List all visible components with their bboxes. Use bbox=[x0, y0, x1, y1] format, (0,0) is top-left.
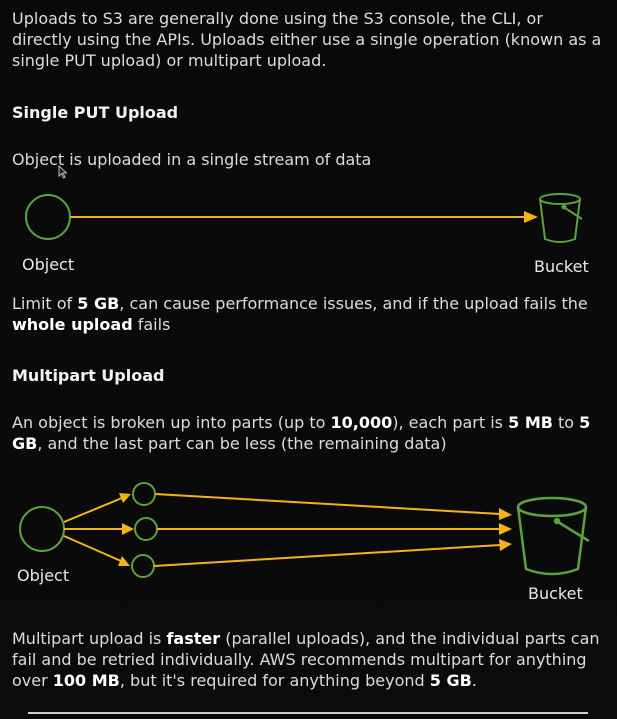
intro-paragraph: Uploads to S3 are generally done using t… bbox=[12, 9, 602, 70]
upload-arrowhead bbox=[524, 211, 538, 223]
multipart-heading: Multipart Upload bbox=[12, 366, 165, 385]
multipart-object-label: Object bbox=[17, 566, 70, 585]
bucket-icon bbox=[539, 193, 583, 243]
object-circle bbox=[25, 194, 71, 240]
multipart-description: An object is broken up into parts (up to… bbox=[12, 413, 591, 453]
single-put-limit: Limit of 5 GB, can cause performance iss… bbox=[12, 294, 588, 334]
multipart-summary: Multipart upload is faster (parallel upl… bbox=[12, 629, 600, 690]
multipart-bucket-icon bbox=[516, 496, 590, 576]
single-put-heading: Single PUT Upload bbox=[12, 103, 179, 122]
divider bbox=[28, 712, 588, 714]
multipart-object-circle bbox=[19, 506, 65, 552]
part-circle-3 bbox=[131, 554, 155, 578]
single-bucket-label: Bucket bbox=[534, 257, 589, 276]
part-circle-2 bbox=[134, 517, 158, 541]
single-object-label: Object bbox=[22, 255, 75, 274]
single-put-description: Object is uploaded in a single stream of… bbox=[12, 150, 372, 169]
part-circle-1 bbox=[132, 482, 156, 506]
mouse-cursor-icon bbox=[58, 165, 68, 179]
multipart-diagram bbox=[19, 482, 590, 578]
multipart-bucket-label: Bucket bbox=[528, 584, 583, 603]
